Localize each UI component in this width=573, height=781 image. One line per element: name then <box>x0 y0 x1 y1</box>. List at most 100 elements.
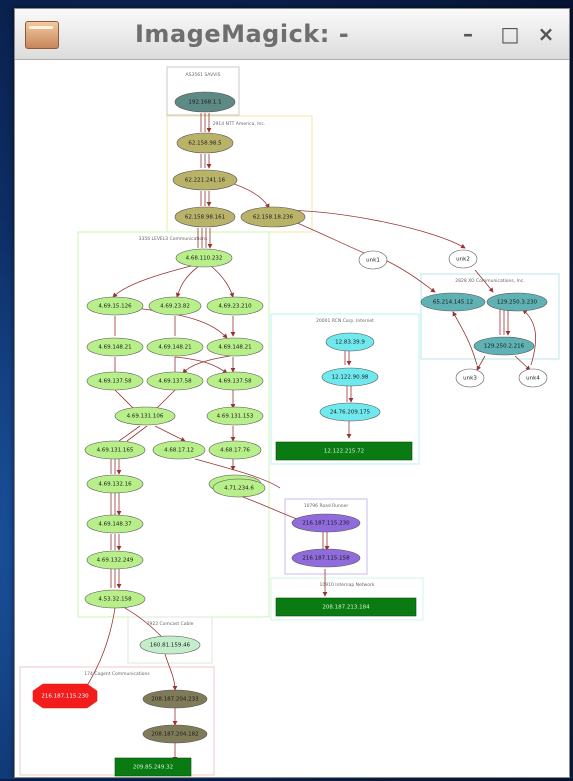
graph-node[interactable] <box>486 292 548 312</box>
graph-node[interactable] <box>152 440 206 460</box>
graph-node[interactable] <box>139 635 201 655</box>
node-label: 4.69.148.21 <box>218 345 251 351</box>
graph-node[interactable] <box>212 478 266 498</box>
node-label: 12.83.39.9 <box>335 340 365 346</box>
graph-node[interactable] <box>175 248 233 268</box>
graph-node[interactable] <box>84 440 146 460</box>
cluster-label: 3356 LEVEL3 Communications <box>139 236 208 242</box>
title-bar[interactable]: ImageMagick: - – □ × <box>15 9 569 60</box>
node-label: 129.250.3.230 <box>497 300 538 306</box>
node-label: 208.187.204.233 <box>151 697 199 703</box>
graph-node[interactable] <box>206 406 264 426</box>
graph-node[interactable] <box>86 337 144 357</box>
cluster-label: 2828 XO Communications, Inc. <box>455 278 524 284</box>
node-label: 4.69.137.58 <box>218 379 252 385</box>
node-label: unk1 <box>366 258 380 264</box>
node-label: 4.68.110.232 <box>186 256 223 262</box>
node-label: 4.53.32.158 <box>98 597 132 603</box>
graph-node[interactable] <box>518 368 548 388</box>
node-label: unk3 <box>463 376 477 382</box>
graph-node[interactable] <box>325 332 375 352</box>
graph-node[interactable] <box>455 368 485 388</box>
node-label: 192.168.1.1 <box>188 100 221 106</box>
graph-node[interactable] <box>420 292 486 312</box>
graph-node[interactable] <box>172 169 238 191</box>
cluster-box <box>420 273 560 360</box>
graph-node[interactable] <box>174 91 236 113</box>
cluster-box <box>270 313 420 465</box>
cluster-label: 10796 Road Runner <box>304 503 349 509</box>
node-label: 4.68.17.76 <box>220 448 250 454</box>
node-label: 216.187.115.158 <box>302 556 350 562</box>
graph-node[interactable] <box>448 249 478 269</box>
node-label: 4.69.148.37 <box>98 522 132 528</box>
close-button[interactable]: × <box>537 22 555 46</box>
node-label: 4.69.137.58 <box>158 379 192 385</box>
graph-node[interactable] <box>291 513 361 533</box>
image-canvas[interactable]: AS3561 SAVVIS 2914 NTT America, Inc. 335… <box>15 60 569 777</box>
node-label: 62.158.98.5 <box>188 141 222 147</box>
graph-node[interactable] <box>146 371 204 391</box>
graph-node[interactable] <box>114 406 176 426</box>
node-label: 160.81.159.46 <box>150 643 191 649</box>
node-label: 4.69.15.126 <box>98 304 132 310</box>
graph-node[interactable] <box>206 337 264 357</box>
graph-node[interactable] <box>114 757 192 777</box>
graph-node[interactable] <box>358 250 388 270</box>
node-label: 4.69.131.153 <box>217 414 254 420</box>
node-label: 4.69.131.165 <box>97 448 134 454</box>
maximize-button[interactable]: □ <box>500 22 520 46</box>
graph-node[interactable] <box>319 402 381 422</box>
graph-node[interactable] <box>148 296 202 316</box>
graph-node[interactable] <box>291 548 361 568</box>
graph-node[interactable] <box>86 550 144 570</box>
node-label: 208.187.204.182 <box>151 732 198 738</box>
cluster-label: AS3561 SAVVIS <box>186 72 221 78</box>
graph-node[interactable] <box>86 371 144 391</box>
node-label: 4.68.17.12 <box>164 448 194 454</box>
graph-node[interactable] <box>86 296 144 316</box>
window-title: ImageMagick: - <box>135 20 350 48</box>
graph-node[interactable] <box>240 206 306 228</box>
graph-node[interactable] <box>321 367 379 387</box>
node-label: unk4 <box>526 376 540 382</box>
node-label: 4.69.148.21 <box>158 345 191 351</box>
graph-node[interactable] <box>146 337 204 357</box>
node-label: 216.187.115.230 <box>302 521 350 527</box>
node-label: 62.158.98.161 <box>185 215 225 221</box>
node-label: 4.69.132.249 <box>97 558 134 564</box>
cluster-label: 2914 NTT America, Inc. <box>213 121 266 127</box>
node-label: 129.250.2.216 <box>484 344 525 350</box>
cluster-box <box>166 66 240 116</box>
graph-node[interactable] <box>275 597 417 617</box>
cluster-label: 7922 Comcast Cable <box>147 621 194 627</box>
graph-node[interactable] <box>142 724 208 744</box>
node-label: 216.187.115.230 <box>41 694 89 700</box>
graph-node[interactable] <box>86 474 144 494</box>
node-label: 62.158.18.236 <box>253 215 294 221</box>
cluster-label: 174 Cogent Communications <box>84 671 150 677</box>
node-label: 12.122.215.72 <box>324 449 364 455</box>
graph-node[interactable] <box>275 441 413 461</box>
graph-node[interactable] <box>142 689 208 709</box>
node-label: 12.122.90.98 <box>332 375 369 381</box>
cluster-box <box>270 577 424 621</box>
graph-node[interactable] <box>32 683 98 709</box>
cluster-box <box>127 616 213 664</box>
graph-node[interactable] <box>84 589 146 609</box>
graph-node[interactable] <box>86 514 144 534</box>
graph-node[interactable] <box>473 336 535 356</box>
node-label: 4.69.148.21 <box>98 345 131 351</box>
graph-node[interactable] <box>206 296 264 316</box>
graph-node[interactable] <box>174 206 236 228</box>
graph-node[interactable] <box>208 440 262 460</box>
node-label: 24.76.209.175 <box>330 410 371 416</box>
node-label: 65.214.145.12 <box>433 300 473 306</box>
minimize-button[interactable]: – <box>463 22 473 46</box>
app-icon[interactable] <box>25 21 59 49</box>
node-label: 4.69.23.210 <box>218 304 252 310</box>
network-graph: AS3561 SAVVIS 2914 NTT America, Inc. 335… <box>19 66 560 777</box>
graph-node[interactable] <box>206 371 264 391</box>
graph-node[interactable] <box>176 132 234 154</box>
node-label: unk2 <box>456 257 470 263</box>
